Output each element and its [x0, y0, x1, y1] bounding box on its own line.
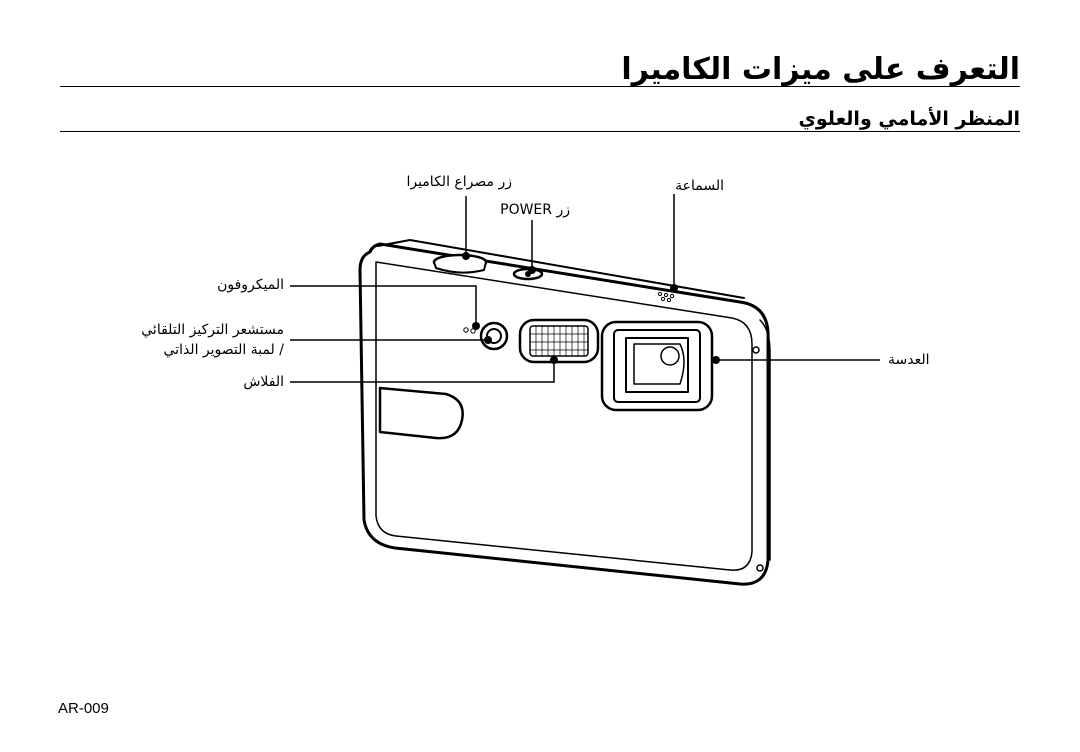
section-subtitle: المنظر الأمامي والعلوي: [798, 108, 1020, 130]
speaker-grille: [657, 291, 675, 303]
label-shutter-button: زر مصراع الكاميرا: [406, 174, 512, 190]
title-rule: [60, 86, 1020, 87]
label-lens: العدسة: [888, 352, 930, 368]
label-speaker: السماعة: [675, 178, 724, 194]
leader-flash: [290, 360, 555, 383]
label-flash: الفلاش: [243, 374, 284, 390]
page-number: AR-009: [58, 700, 109, 717]
page-title: التعرف على ميزات الكاميرا: [621, 52, 1020, 87]
microphone: [463, 327, 469, 333]
camera-grip: [378, 386, 464, 440]
label-af-sensor-line2: / لمبة التصوير الذاتي: [163, 342, 285, 358]
label-power-button: زر POWER: [500, 202, 570, 218]
camera-top-edge: [377, 239, 745, 299]
label-microphone: الميكروفون: [217, 277, 284, 293]
subtitle-rule: [60, 131, 1020, 132]
leader-microphone: [290, 285, 477, 326]
label-af-sensor-line1: مستشعر التركيز التلقائي: [141, 322, 284, 338]
